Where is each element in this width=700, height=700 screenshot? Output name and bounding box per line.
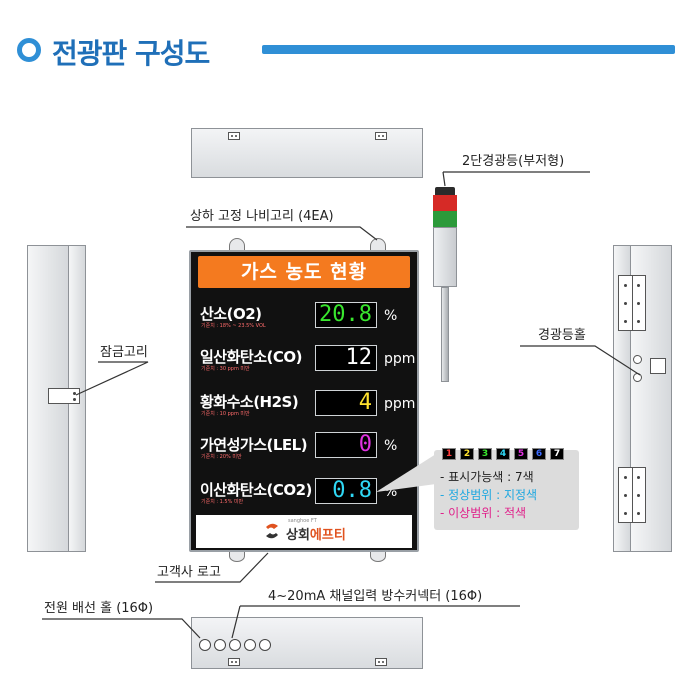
gas-unit-o2: % <box>384 308 398 324</box>
color-swatch-1: 1 <box>442 448 456 460</box>
tower-light-body <box>433 227 457 287</box>
display-board <box>189 250 419 552</box>
company-logo-small-text: sanghoe FT <box>288 518 317 524</box>
connector-hole-icon <box>214 639 226 651</box>
lock-hook-label: 잠금고리 <box>100 345 148 360</box>
gas-ref-co: 기준치 : 30 ppm 미만 <box>201 366 250 372</box>
gas-value-lel: 0 <box>315 432 377 458</box>
gas-name-o2: 산소(O2) <box>200 305 262 323</box>
power-hole-label: 전원 배선 홀 (16Φ) <box>44 601 154 616</box>
gas-name-co2: 이산화탄소(CO2) <box>200 481 312 499</box>
color-swatch-7: 7 <box>550 448 564 460</box>
callout-pointer <box>376 454 436 492</box>
page-title: 전광판 구성도 <box>52 37 210 70</box>
board-title: 가스 농도 현황 <box>198 256 410 288</box>
power-hole-icon <box>199 639 211 651</box>
gas-value-co: 12 <box>315 345 377 371</box>
color-swatch-6: 6 <box>532 448 546 460</box>
company-logo-text-b: 에프티 <box>309 528 346 543</box>
color-swatch-4: 4 <box>496 448 510 460</box>
color-swatch-row: 1 2 3 4 5 6 7 <box>442 448 572 466</box>
hinge-bottom-icon <box>618 467 646 523</box>
gas-value-o2: 20.8 <box>315 302 377 328</box>
gas-value-h2s: 4 <box>315 390 377 416</box>
tower-light-red-lamp <box>433 195 457 211</box>
company-logo-text: 상회에프티 <box>286 524 346 543</box>
light-hole-icon <box>650 358 666 374</box>
color-swatch-3: 3 <box>478 448 492 460</box>
gas-ref-co2: 기준치 : 1.5% 미만 <box>201 499 244 505</box>
wing-bolt-slot <box>375 658 387 666</box>
bottom-cover-panel <box>191 617 423 669</box>
color-swatch-2: 2 <box>460 448 474 460</box>
connector-hole-icon <box>244 639 256 651</box>
wing-bolt-label: 상하 고정 나비고리 (4EA) <box>190 209 334 224</box>
gas-ref-lel: 기준치 : 20% 미만 <box>201 454 242 460</box>
legend-line-display-colors: - 표시가능색 : 7색 <box>440 470 534 484</box>
light-hole-circle-icon <box>633 355 642 364</box>
wing-bolt-slot <box>228 132 240 140</box>
lock-hook-icon <box>48 388 80 404</box>
tower-light-pole <box>441 287 449 382</box>
wing-bolt-slot <box>228 658 240 666</box>
hinge-top-icon <box>618 275 646 331</box>
gas-unit-co: ppm <box>384 351 416 367</box>
legend-line-abnormal-range: - 이상범위 : 적색 <box>440 506 527 520</box>
connector-hole-icon <box>229 639 241 651</box>
color-swatch-5: 5 <box>514 448 528 460</box>
gas-value-co2: 0.8 <box>315 478 377 504</box>
wing-bolt-slot <box>375 132 387 140</box>
top-cover-panel <box>191 128 423 178</box>
company-logo-strip: sanghoe FT 상회에프티 <box>196 515 412 548</box>
gas-unit-h2s: ppm <box>384 396 416 412</box>
light-hole-label: 경광등홀 <box>538 328 586 343</box>
tower-light-cap <box>435 187 455 197</box>
gas-name-h2s: 황화수소(H2S) <box>200 393 299 411</box>
color-legend-callout: 1 2 3 4 5 6 7 - 표시가능색 : 7색 - 정상범위 : 지정색 … <box>434 448 579 530</box>
gas-name-co: 일산화탄소(CO) <box>200 348 302 366</box>
connector-label: 4~20mA 채널입력 방수커넥터 (16Φ) <box>268 589 483 604</box>
header-rule <box>262 45 675 54</box>
connector-hole-icon <box>259 639 271 651</box>
company-logo-text-a: 상회 <box>286 528 310 543</box>
gas-unit-lel: % <box>384 438 398 454</box>
legend-line-normal-range: - 정상범위 : 지정색 <box>440 488 538 502</box>
tower-light-label: 2단경광등(부저형) <box>462 154 565 169</box>
company-logo-icon <box>266 523 278 539</box>
header-bullet-icon <box>17 38 41 62</box>
gas-name-lel: 가연성가스(LEL) <box>200 436 308 454</box>
company-logo-label: 고객사 로고 <box>157 565 221 580</box>
gas-ref-o2: 기준치 : 18% ~ 23.5% VOL <box>201 323 266 329</box>
tower-light-green-lamp <box>433 211 457 227</box>
gas-ref-h2s: 기준치 : 10 ppm 미만 <box>201 411 250 417</box>
